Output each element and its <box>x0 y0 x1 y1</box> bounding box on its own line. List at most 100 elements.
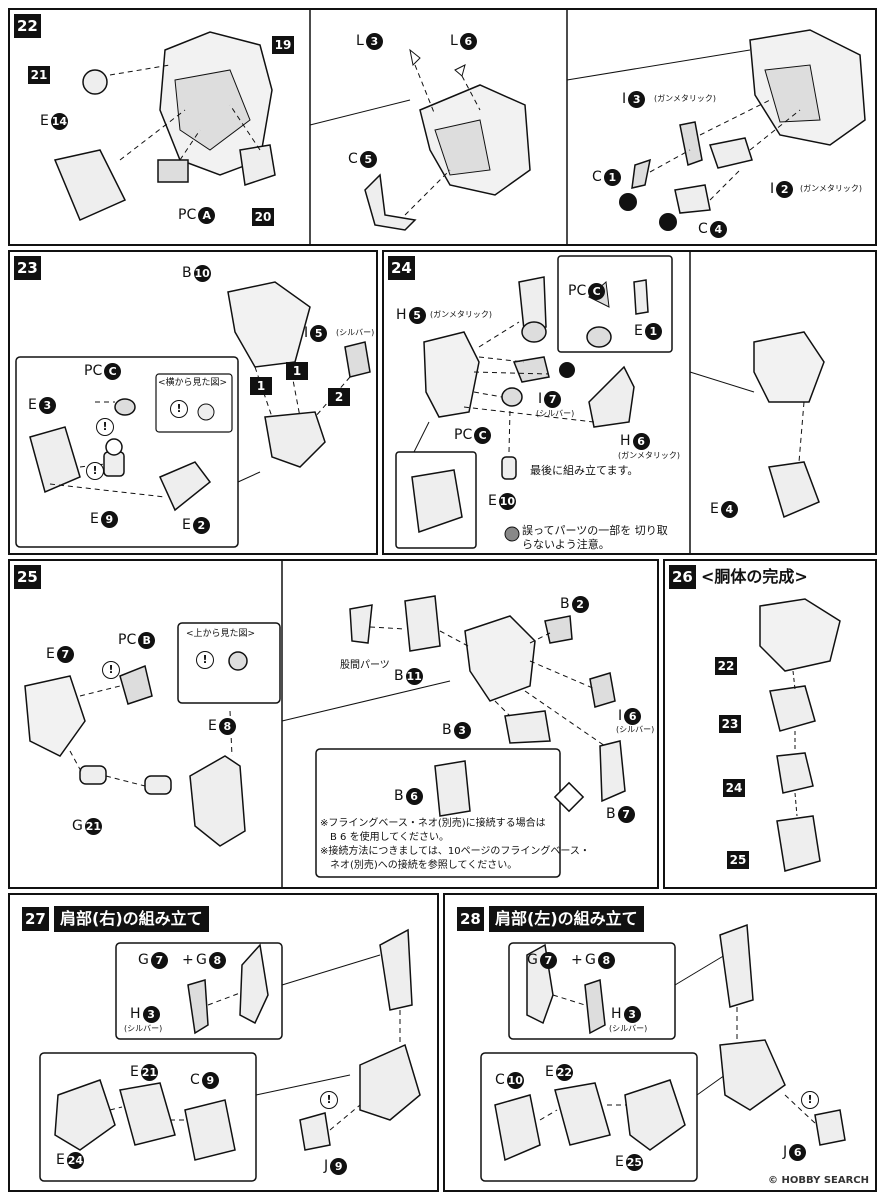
caution-icon: ! <box>196 651 214 669</box>
caution-icon: ! <box>96 418 114 436</box>
step-28-number: 28 <box>457 907 484 931</box>
step-26-title: <胴体の完成> <box>701 567 808 586</box>
step-27-illustration <box>39 928 421 1182</box>
flying-base-note-1: ※フライングベース・ネオ(別売)に接続する場合は <box>320 818 546 829</box>
step-24-illustration <box>395 252 825 553</box>
label-i3-color: (ガンメタリック) <box>654 94 717 103</box>
ref-25: 25 <box>727 851 749 869</box>
seq-1b: 1 <box>286 362 308 380</box>
side-view-caption: <横から見た図> <box>158 378 228 388</box>
step-26-number: 26 <box>669 565 696 589</box>
step-28-title: 肩部(左)の組み立て <box>489 906 644 932</box>
step-24-number: 24 <box>388 256 415 280</box>
part-21: 21 <box>28 66 50 84</box>
flying-base-note-2: B 6 を使用してください。 <box>330 832 449 843</box>
step-22-number: 22 <box>14 14 41 38</box>
hobby-search-watermark: © HOBBY SEARCH <box>768 1175 869 1186</box>
caution-icon: ! <box>170 400 188 418</box>
caution-icon: ! <box>320 1091 338 1109</box>
caution-cut-note: 誤ってパーツの一部を 切り取らないよう注意。 <box>522 524 668 551</box>
step-22-illustration <box>53 10 866 244</box>
step-25-illustration <box>24 561 626 887</box>
assemble-last-note: 最後に組み立てます。 <box>530 464 639 477</box>
label-i6-color: (シルバー) <box>616 725 655 734</box>
ref-24: 24 <box>723 779 745 797</box>
step-26-panel: 26 <胴体の完成> 22 23 24 25 <box>663 559 877 889</box>
flying-base-note-4: ネオ(別売)への接続を参照してください。 <box>330 860 518 871</box>
caution-icon: ! <box>86 462 104 480</box>
seq-1a: 1 <box>250 377 272 395</box>
flying-base-note-3: ※接続方法につきましては、10ページのフライングベース・ <box>320 846 590 857</box>
part-19: 19 <box>272 36 294 54</box>
top-view-caption: <上から見た図> <box>186 629 256 639</box>
label-i5-color: (シルバー) <box>336 328 375 337</box>
step-23-number: 23 <box>14 256 41 280</box>
ref-22: 22 <box>715 657 737 675</box>
plus-sign: + <box>571 952 583 968</box>
part-20: 20 <box>252 208 274 226</box>
caution-icon: ! <box>102 661 120 679</box>
step-25-number: 25 <box>14 565 41 589</box>
seq-2: 2 <box>328 388 350 406</box>
step-26-illustration <box>759 598 841 872</box>
crotch-part-label: 股間パーツ <box>340 660 390 671</box>
plus-sign: + <box>182 952 194 968</box>
label-i7-color: (シルバー) <box>536 409 575 418</box>
caution-icon: ! <box>801 1091 819 1109</box>
step-22-panel: 22 21 <box>8 8 877 246</box>
label-h3-color: (シルバー) <box>124 1024 163 1033</box>
step-27-number: 27 <box>22 907 49 931</box>
ref-23: 23 <box>719 715 741 733</box>
step-27-title: 肩部(右)の組み立て <box>54 906 209 932</box>
